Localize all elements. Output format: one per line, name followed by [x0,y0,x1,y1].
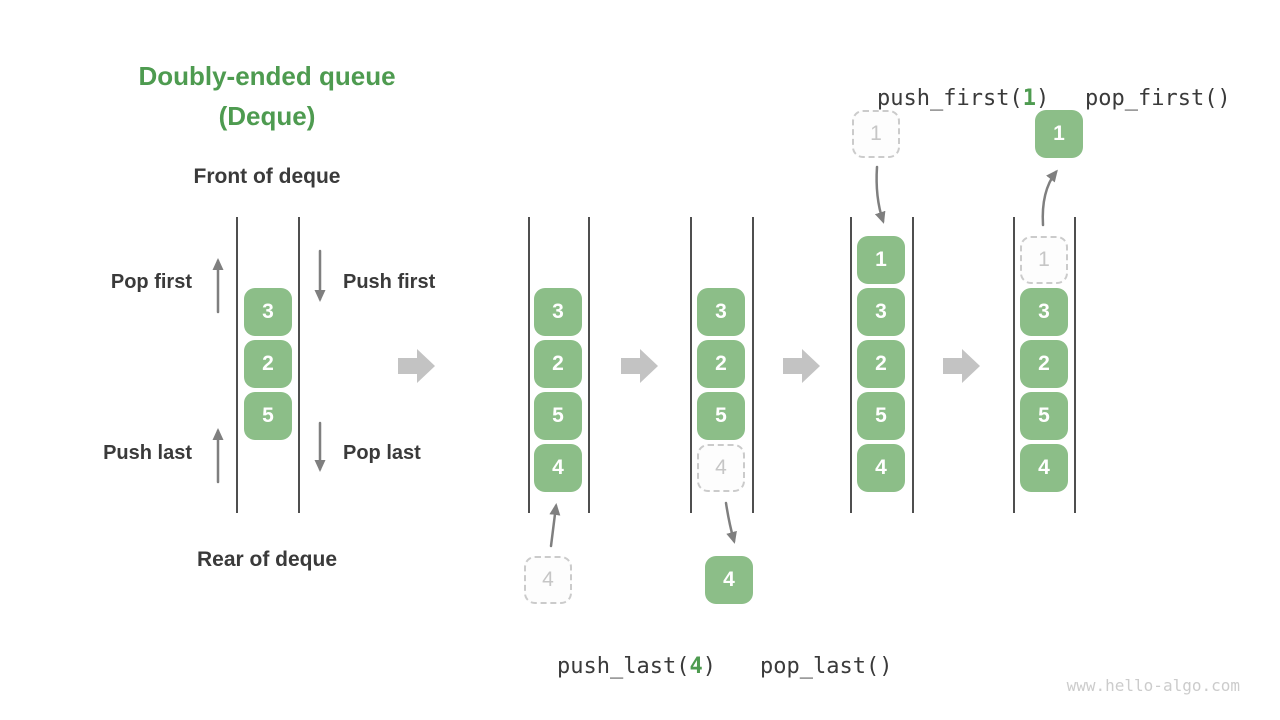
pop-first-code-label: pop_first() [1032,61,1231,136]
deque-cell: 5 [534,392,582,440]
page-title-line2: (Deque) [218,101,316,131]
code-text: ) [702,654,716,679]
deque-cell: 5 [857,392,905,440]
pop-last-flow-arrow-icon [724,501,737,544]
deque-wall [850,217,852,513]
push-first-label: Push first [343,271,436,293]
pop-last-code-label: pop_last() [707,629,892,704]
deque-cell: 1 [857,236,905,284]
pop-first-flow-arrow-icon [1041,169,1058,227]
step-arrow-icon [621,349,658,383]
push-last-code-label: push_last(4) [504,629,716,704]
push-last-flow-arrow-icon [549,503,561,548]
page-title-line1: Doubly-ended queue [138,61,396,91]
removed-item-ghost: 4 [697,444,745,492]
deque-wall [912,217,914,513]
deque-cell: 3 [857,288,905,336]
code-text: push_first( [876,86,1023,111]
deque-wall [1074,217,1076,513]
code-arg: 1 [1022,86,1036,111]
deque-cell: 4 [534,444,582,492]
deque-wall [690,217,692,513]
code-arg: 4 [689,654,703,679]
rear-of-deque-label: Rear of deque [196,548,338,571]
removed-item-ghost: 1 [1020,236,1068,284]
push-first-arrow-icon [314,249,326,302]
deque-cell: 2 [534,340,582,388]
deque-cell: 3 [697,288,745,336]
step-arrow-icon [398,349,435,383]
page-title: Doubly-ended queue (Deque) [97,56,437,136]
deque-cell: 4 [857,444,905,492]
pop-last-arrow-icon [314,421,326,472]
deque-wall [588,217,590,513]
pop-first-label: Pop first [110,271,192,293]
push-first-flow-arrow-icon [874,165,886,224]
step-arrow-icon [943,349,980,383]
deque-cell: 2 [244,340,292,388]
code-text: push_last( [556,654,690,679]
deque-cell: 4 [1020,444,1068,492]
deque-wall [528,217,530,513]
watermark: www.hello-algo.com [1066,676,1240,695]
push-last-arrow-icon [212,428,224,484]
deque-wall [752,217,754,513]
front-of-deque-label: Front of deque [193,165,341,188]
deque-cell: 5 [244,392,292,440]
deque-wall [298,217,300,513]
code-text: ) [1035,86,1050,111]
step-arrow-icon [783,349,820,383]
deque-cell: 3 [1020,288,1068,336]
deque-cell: 2 [857,340,905,388]
deque-wall [236,217,238,513]
pop-first-arrow-icon [212,258,224,314]
push-first-code-label: push_first(1) [824,61,1049,136]
incoming-item-ghost: 1 [852,110,900,158]
code-text: pop_last() [759,654,893,679]
deque-cell: 2 [1020,340,1068,388]
code-text: pop_first() [1084,86,1231,111]
deque-cell: 5 [1020,392,1068,440]
deque-cell: 5 [697,392,745,440]
deque-cell: 2 [697,340,745,388]
popped-item: 1 [1035,110,1083,158]
popped-item: 4 [705,556,753,604]
pop-last-label: Pop last [343,442,421,464]
push-last-label: Push last [103,442,192,464]
incoming-item-ghost: 4 [524,556,572,604]
deque-cell: 3 [534,288,582,336]
deque-cell: 3 [244,288,292,336]
deque-wall [1013,217,1015,513]
